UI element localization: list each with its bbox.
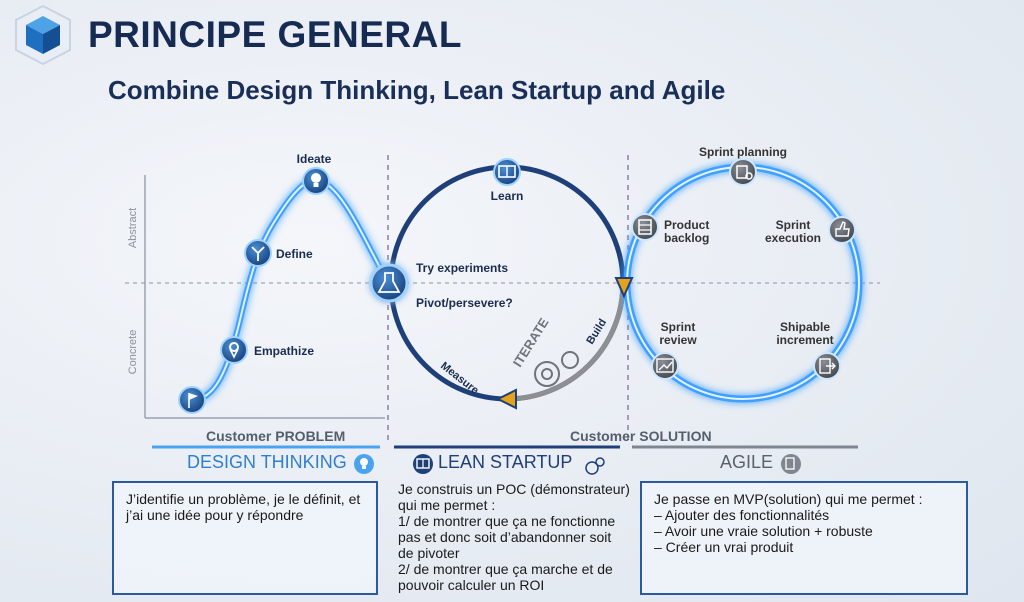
cycle-arrow-down: [614, 277, 634, 299]
agile-title: AGILE: [720, 452, 774, 472]
design-thinking-title: DESIGN THINKING: [187, 452, 347, 472]
chart-icon: [651, 352, 679, 380]
empathize-label: Empathize: [254, 344, 314, 358]
thumbs-up-icon: [828, 216, 856, 244]
flag-icon: [178, 386, 206, 414]
book-icon: [493, 158, 521, 186]
lightbulb-icon: [354, 454, 374, 474]
backlog-icon: [631, 213, 659, 241]
lean-startup-description: Je construis un POC (démonstrateur) qui …: [398, 481, 630, 593]
design-thinking-header: DESIGN THINKING: [187, 452, 347, 473]
try-experiments-label: Try experiments: [416, 261, 508, 275]
build-segment: [506, 282, 626, 402]
learn-label: Learn: [491, 189, 524, 203]
location-pin-icon: [220, 336, 248, 364]
pivot-label: Pivot/persevere?: [416, 296, 513, 310]
page-title: PRINCIPE GENERAL: [88, 14, 462, 55]
cube-logo-icon: [15, 4, 71, 66]
lightbulb-icon: [302, 167, 330, 195]
page-subtitle: Combine Design Thinking, Lean Startup an…: [108, 75, 726, 105]
iterate-circles-icon: [585, 457, 605, 475]
book-icon: [413, 454, 433, 474]
lean-startup-header: LEAN STARTUP: [438, 452, 572, 473]
shipable-increment-label: Shipable increment: [776, 320, 834, 347]
product-backlog-label: Product backlog: [664, 218, 710, 245]
agile-description: Je passe en MVP(solution) qui me permet …: [640, 481, 968, 595]
planning-icon: [729, 158, 757, 186]
sprint-execution-label: Sprint execution: [764, 218, 821, 245]
design-thinking-description: J’identifie un problème, je le définit, …: [112, 481, 378, 595]
agile-header: AGILE: [720, 452, 773, 473]
flask-icon: [369, 263, 409, 303]
ideate-label: Ideate: [297, 152, 332, 166]
sprint-review-label: Sprint review: [659, 320, 697, 347]
lean-startup-title: LEAN STARTUP: [438, 452, 573, 472]
design-thinking-curve: [191, 176, 391, 403]
define-label: Define: [276, 247, 313, 261]
arrows-icon: [244, 239, 272, 267]
customer-solution-label: Customer SOLUTION: [570, 428, 712, 444]
concrete-axis-label: Concrete: [127, 330, 139, 375]
sprint-planning-label: Sprint planning: [699, 145, 787, 159]
iterate-circles-icon: [534, 351, 579, 387]
exit-icon: [813, 352, 841, 380]
abstract-axis-label: Abstract: [127, 208, 139, 248]
cycle-arrow-left: [495, 388, 517, 410]
customer-problem-label: Customer PROBLEM: [206, 428, 346, 444]
planning-icon: [781, 454, 801, 474]
